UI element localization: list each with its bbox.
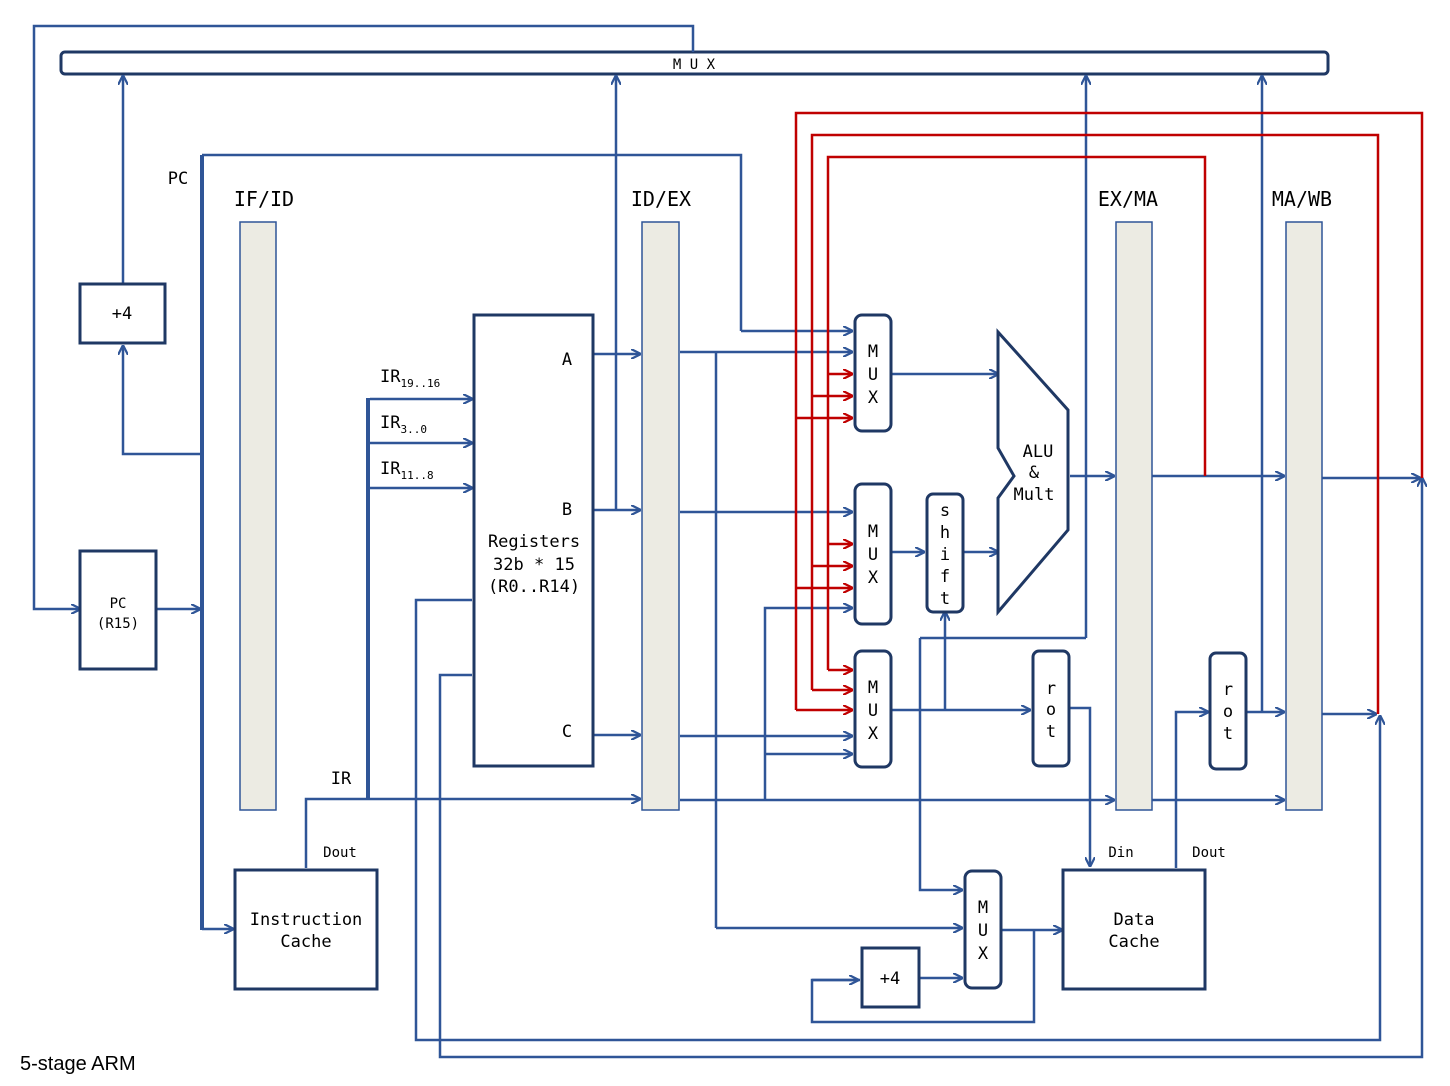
mux-letter: U bbox=[868, 545, 878, 565]
pc-incrementer: +4 bbox=[78, 282, 167, 345]
mux-letter: M bbox=[978, 898, 988, 918]
rot-letter: t bbox=[1046, 722, 1056, 742]
mux-letter: X bbox=[978, 944, 989, 964]
register-port-a: A bbox=[562, 350, 572, 370]
address-mux: M U X bbox=[963, 869, 1003, 990]
top-mux-label: M U X bbox=[673, 57, 716, 73]
mux-letter: U bbox=[868, 701, 878, 721]
ir-field-sub: 19..16 bbox=[400, 377, 440, 390]
pipeline-latches: IF/ID ID/EX EX/MA MA/WB bbox=[234, 187, 1332, 811]
ma-wb-latch bbox=[1285, 221, 1323, 811]
barrel-shifter: s h i f t bbox=[925, 492, 965, 614]
shift-letter: i bbox=[940, 545, 950, 565]
store-rotator: r o t bbox=[1031, 649, 1071, 768]
mux-letter: M bbox=[868, 522, 878, 542]
ir-field-19-16: IR19..16 bbox=[380, 367, 440, 390]
instruction-cache: Instruction Cache Dout bbox=[233, 845, 379, 991]
rot-letter: o bbox=[1046, 700, 1056, 720]
shift-letter: s bbox=[940, 501, 950, 521]
svg-text:IR3..0: IR3..0 bbox=[380, 413, 427, 436]
register-file-range: (R0..R14) bbox=[488, 577, 580, 597]
rot-letter: t bbox=[1223, 724, 1233, 744]
ir-field-base: IR bbox=[380, 459, 401, 479]
register-port-c: C bbox=[562, 722, 572, 742]
register-port-b: B bbox=[562, 500, 572, 520]
register-file: A B C Registers 32b * 15 (R0..R14) bbox=[472, 313, 595, 768]
svg-text:IR19..16: IR19..16 bbox=[380, 367, 440, 390]
data-cache-subtitle: Cache bbox=[1108, 932, 1159, 952]
operand-a-mux: M U X bbox=[853, 313, 893, 433]
shift-letter: h bbox=[940, 523, 950, 543]
ir-field-base: IR bbox=[380, 413, 401, 433]
datapath-wires bbox=[32, 24, 1422, 1059]
data-cache: Data Cache Din Dout bbox=[1061, 845, 1226, 991]
mux-letter: X bbox=[868, 568, 879, 588]
pc-register-sublabel: (R15) bbox=[97, 616, 139, 632]
shift-letter: t bbox=[940, 589, 950, 609]
mux-letter: X bbox=[868, 388, 879, 408]
data-cache-title: Data bbox=[1114, 910, 1155, 930]
instruction-cache-title: Instruction bbox=[250, 910, 363, 930]
stage-label-id-ex: ID/EX bbox=[631, 187, 691, 211]
pc-register: PC (R15) bbox=[78, 549, 158, 671]
pc-bus-label: PC bbox=[168, 169, 188, 189]
alu-label: ALU bbox=[1023, 442, 1054, 462]
mux-letter: U bbox=[978, 921, 988, 941]
address-incrementer-label: +4 bbox=[880, 969, 900, 989]
if-id-latch bbox=[239, 221, 277, 811]
diagram-caption: 5-stage ARM bbox=[20, 1053, 136, 1075]
ir-field-11-8: IR11..8 bbox=[380, 459, 434, 482]
stage-label-if-id: IF/ID bbox=[234, 187, 294, 211]
ir-field-base: IR bbox=[380, 367, 401, 387]
mux-letter: U bbox=[868, 365, 878, 385]
svg-text:IR11..8: IR11..8 bbox=[380, 459, 434, 482]
mux-letter: X bbox=[868, 724, 879, 744]
stage-label-ma-wb: MA/WB bbox=[1272, 187, 1332, 211]
rot-letter: r bbox=[1046, 679, 1056, 699]
alu-label-mult: Mult bbox=[1014, 485, 1055, 505]
mux-letter: M bbox=[868, 678, 878, 698]
data-cache-dout: Dout bbox=[1192, 845, 1226, 861]
top-mux: M U X bbox=[59, 50, 1330, 76]
address-incrementer: +4 bbox=[860, 946, 921, 1009]
ir-field-sub: 11..8 bbox=[400, 469, 433, 482]
alu-label-amp: & bbox=[1029, 463, 1040, 483]
stage-label-ex-ma: EX/MA bbox=[1098, 187, 1158, 211]
mux-letter: M bbox=[868, 342, 878, 362]
shift-letter: f bbox=[940, 567, 950, 587]
alu-multiplier: ALU & Mult bbox=[996, 328, 1070, 617]
operand-b-mux: M U X bbox=[853, 482, 893, 626]
store-data-mux: M U X bbox=[853, 649, 893, 769]
rot-letter: o bbox=[1223, 702, 1233, 722]
ex-ma-latch bbox=[1115, 221, 1153, 811]
register-file-title: Registers bbox=[488, 532, 580, 552]
instruction-cache-dout: Dout bbox=[323, 845, 357, 861]
register-file-size: 32b * 15 bbox=[493, 555, 575, 575]
ir-field-sub: 3..0 bbox=[400, 423, 427, 436]
id-ex-latch bbox=[641, 221, 680, 811]
rot-letter: r bbox=[1223, 680, 1233, 700]
pc-register-label: PC bbox=[110, 596, 127, 612]
data-cache-din: Din bbox=[1108, 845, 1133, 861]
load-rotator: r o t bbox=[1208, 651, 1248, 771]
pc-incrementer-label: +4 bbox=[112, 304, 132, 324]
ir-label: IR bbox=[331, 769, 352, 789]
instruction-cache-subtitle: Cache bbox=[280, 932, 331, 952]
forwarding-paths bbox=[794, 111, 1424, 714]
ir-field-3-0: IR3..0 bbox=[380, 413, 427, 436]
